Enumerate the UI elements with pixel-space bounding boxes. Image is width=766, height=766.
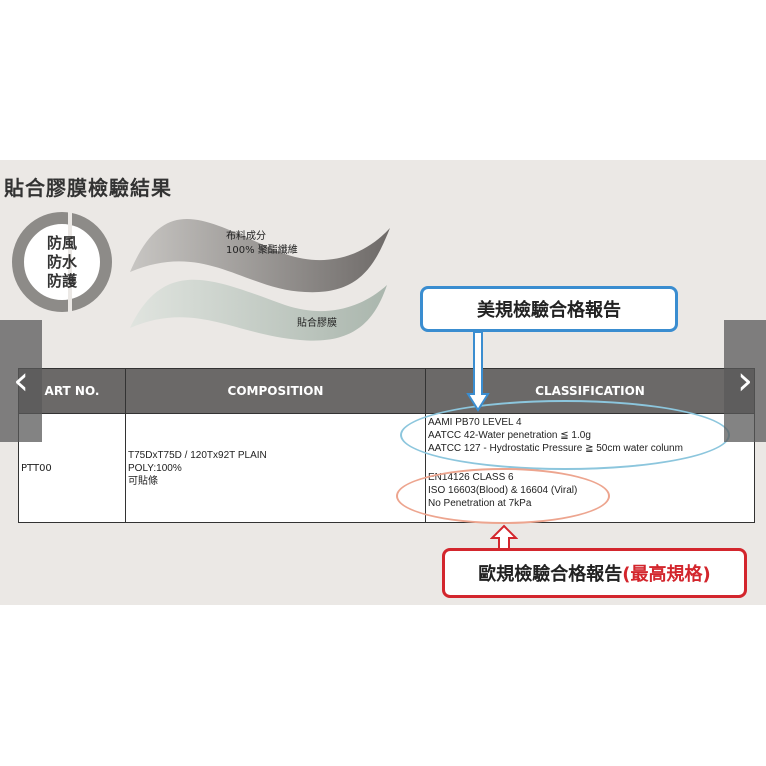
- spec-table: ART NO. COMPOSITION CLASSIFICATION PTT00…: [18, 368, 755, 523]
- carousel-next-button[interactable]: ›: [724, 320, 766, 442]
- classification-line: No Penetration at 7kPa: [428, 498, 532, 509]
- fabric-label: 布料成分: [226, 231, 266, 242]
- arrow-down-icon: [466, 332, 490, 412]
- fabric-composition: 100% 聚酯纖維: [226, 245, 298, 256]
- header-composition: COMPOSITION: [125, 368, 426, 414]
- ring-label: 防水: [46, 252, 77, 271]
- classification-line: EN14126 CLASS 6: [428, 472, 514, 483]
- ring-label: 防護: [46, 271, 77, 290]
- protection-ring: 防風 防水 防護: [12, 210, 112, 334]
- eu-callout-text: 歐規檢驗合格報告: [478, 564, 623, 585]
- arrow-up-icon: [490, 524, 518, 550]
- eu-callout: 歐規檢驗合格報告(最高規格): [442, 548, 747, 598]
- laminate-label: 貼合膠膜: [297, 318, 337, 329]
- classification-line: AATCC 127 - Hydrostatic Pressure ≧ 50cm …: [428, 443, 683, 454]
- classification-line: ISO 16603(Blood) & 16604 (Viral): [428, 485, 578, 496]
- product-image: 貼合膠膜檢驗結果 防風 防水 防護 布料成分 100% 聚酯纖維 貼合膠膜 AR…: [0, 160, 766, 605]
- composition-cell: T75DxT75D / 120Tx92T PLAIN POLY:100% 可貼條: [125, 413, 426, 523]
- composition-line: T75DxT75D / 120Tx92T PLAIN: [128, 449, 267, 461]
- classification-line: AAMI PB70 LEVEL 4: [428, 417, 522, 428]
- composition-line: 可貼條: [128, 475, 158, 487]
- table-row: PTT00 T75DxT75D / 120Tx92T PLAIN POLY:10…: [18, 413, 755, 523]
- carousel-prev-button[interactable]: ‹: [0, 320, 42, 442]
- classification-line: AATCC 42-Water penetration ≦ 1.0g: [428, 430, 591, 441]
- ring-label: 防風: [46, 233, 77, 252]
- page-title: 貼合膠膜檢驗結果: [4, 176, 172, 200]
- us-callout: 美規檢驗合格報告: [420, 286, 678, 332]
- eu-callout-highlight: (最高規格): [622, 564, 711, 585]
- classification-cell: AAMI PB70 LEVEL 4 AATCC 42-Water penetra…: [425, 413, 755, 523]
- fabric-layers-graphic: [130, 218, 390, 341]
- composition-line: POLY:100%: [128, 462, 182, 474]
